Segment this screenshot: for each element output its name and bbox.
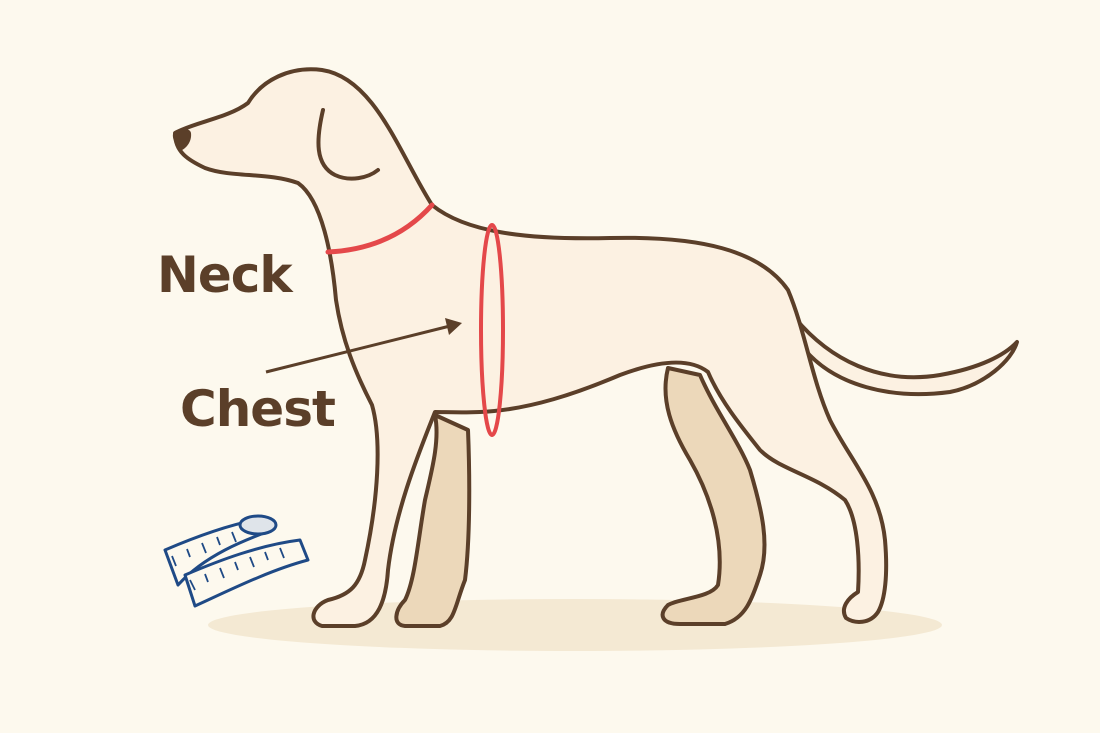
ear [316, 108, 380, 181]
arrow-icon [265, 318, 462, 374]
tape-measure-icon [163, 514, 310, 608]
far-front-leg [394, 413, 472, 628]
dog-body [173, 67, 889, 628]
neck-measure-line [325, 202, 435, 255]
neck-label: Neck [157, 246, 293, 304]
far-back-leg [660, 366, 767, 626]
chest-label: Chest [180, 380, 336, 438]
nose-icon [172, 128, 192, 150]
tail [793, 316, 1019, 397]
ground-shadow [208, 599, 942, 651]
chest-measure-ring [479, 223, 505, 437]
